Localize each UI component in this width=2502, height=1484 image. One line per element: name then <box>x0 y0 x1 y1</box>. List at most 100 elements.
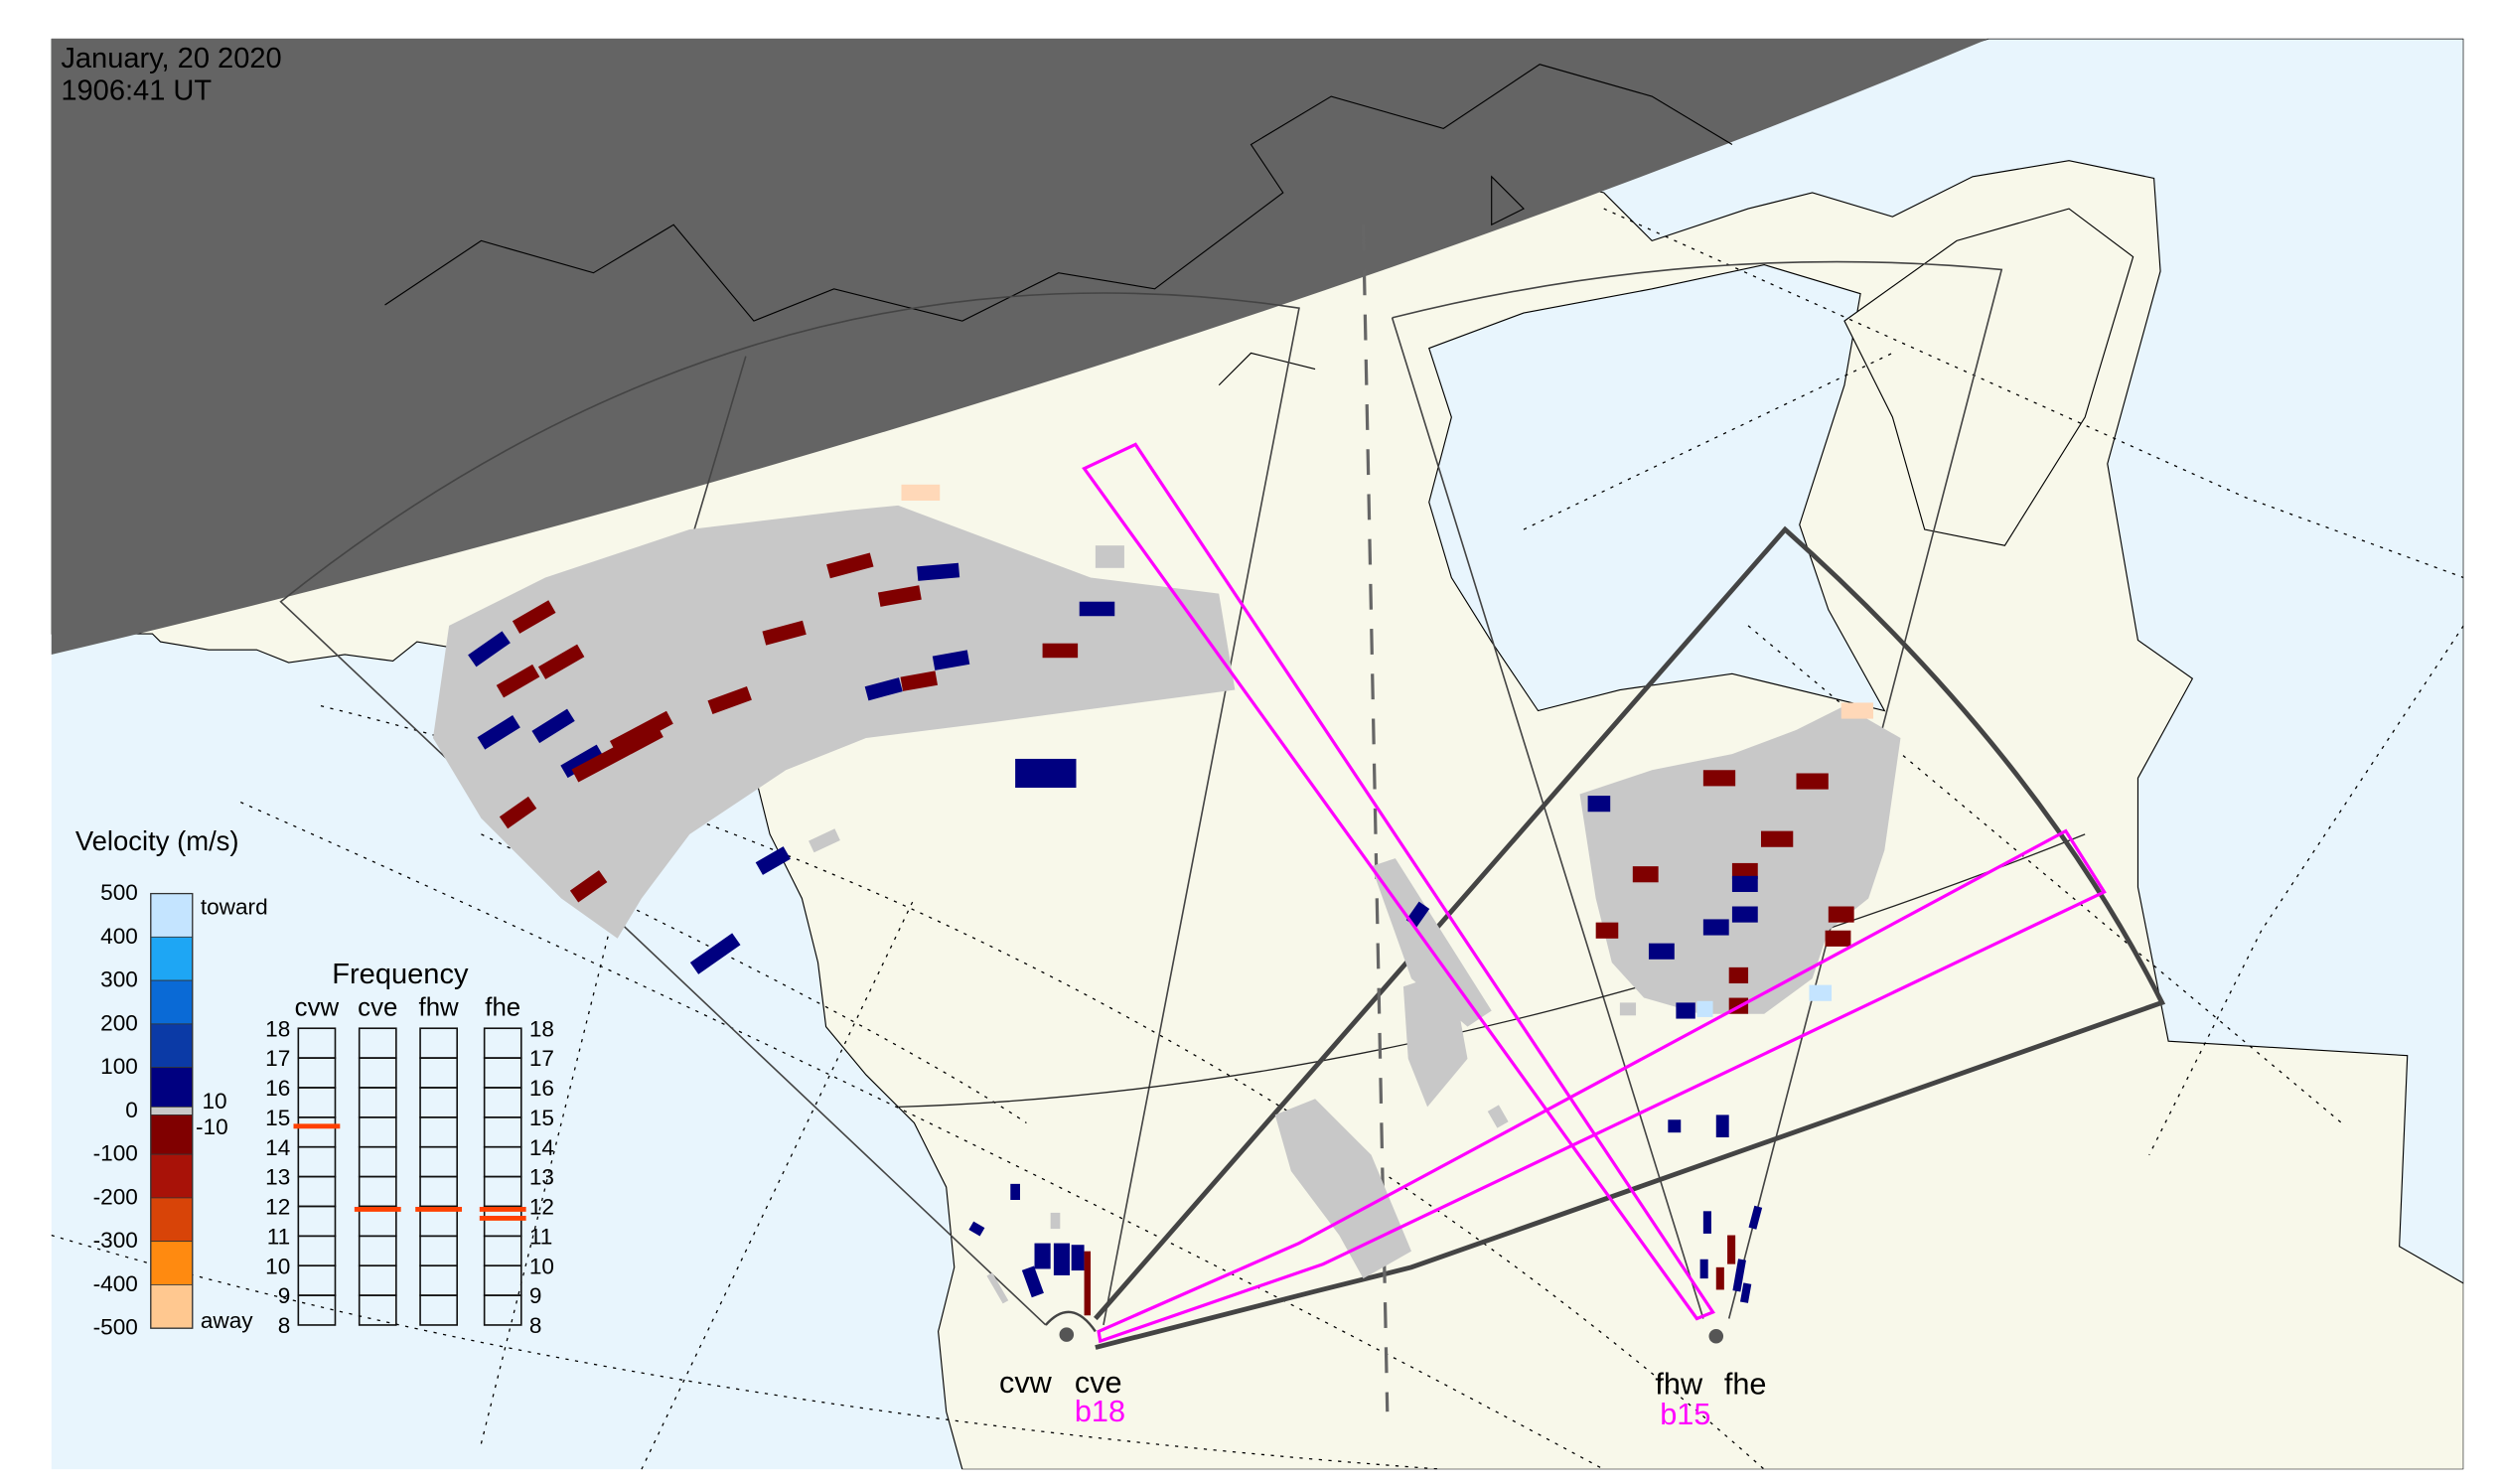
ground-scatter-region <box>729 510 899 570</box>
colorbar-frame <box>150 892 194 1329</box>
frequency-tick-left: 8 <box>278 1313 291 1338</box>
away-velocity-cell <box>1042 643 1079 659</box>
toward-velocity-cell <box>531 708 575 744</box>
ground-scatter-swatch <box>150 1106 194 1115</box>
frequency-tick-left: 13 <box>265 1165 290 1190</box>
ground-scatter-region <box>1402 970 1468 1108</box>
away-velocity-cell <box>512 600 556 634</box>
colorbar-segment <box>150 936 194 981</box>
frequency-tick-right: 16 <box>529 1076 554 1101</box>
ground-scatter-upper-label: 10 <box>202 1089 226 1113</box>
toward-label: toward <box>201 895 268 920</box>
away-velocity-cell <box>609 710 673 754</box>
frequency-tick-right: 10 <box>529 1254 554 1278</box>
toward-velocity-cell <box>1648 943 1675 960</box>
velocity-tick-label: -400 <box>93 1271 138 1296</box>
away-velocity-cell <box>900 670 939 691</box>
away-velocity-cell <box>1715 1266 1724 1290</box>
velocity-tick-label: -100 <box>93 1141 138 1166</box>
away-velocity-cell <box>1702 770 1736 787</box>
ground-scatter-lower-label: -10 <box>196 1114 228 1139</box>
toward-velocity-cell <box>1702 1211 1711 1234</box>
toward-velocity-cell <box>689 933 741 974</box>
away-velocity-cell <box>537 644 585 679</box>
frequency-cell <box>419 1027 459 1059</box>
scatter-cell <box>986 1272 1009 1304</box>
away-velocity-cell <box>1796 773 1829 790</box>
colorbar-segment <box>150 1241 194 1285</box>
ground-scatter-region <box>1274 1099 1411 1279</box>
scatter-cell <box>1487 1105 1509 1128</box>
scatter-cell <box>1696 1000 1713 1017</box>
away-velocity-cell <box>1632 866 1659 883</box>
cv-site-marker <box>1059 1327 1075 1342</box>
frequency-radar-label-cve: cve <box>358 993 397 1021</box>
ground-scatter-region <box>432 505 1236 939</box>
beam-b18-outline <box>1082 442 1715 1321</box>
away-velocity-cell <box>1825 930 1851 947</box>
velocity-legend-title: Velocity (m/s) <box>75 825 239 856</box>
toward-velocity-cell <box>1021 1265 1044 1298</box>
toward-velocity-cell <box>1668 1119 1682 1133</box>
frequency-cell <box>297 1027 337 1059</box>
away-velocity-cell <box>1595 922 1619 939</box>
away-velocity-cell <box>877 585 922 607</box>
frequency-tick-left: 17 <box>265 1046 290 1071</box>
frequency-tick-right: 15 <box>529 1106 554 1130</box>
toward-velocity-cell <box>1699 1259 1708 1279</box>
frequency-cell <box>483 1027 522 1059</box>
toward-velocity-cell <box>968 1221 985 1237</box>
toward-velocity-cell <box>1010 1183 1020 1201</box>
away-velocity-cell <box>707 686 752 715</box>
frequency-tick-right: 14 <box>529 1135 554 1160</box>
toward-velocity-cell <box>1015 758 1077 789</box>
frequency-tick-left: 14 <box>265 1135 290 1160</box>
toward-velocity-cell <box>932 650 970 670</box>
frequency-tick-right: 9 <box>529 1283 542 1308</box>
scatter-cell <box>1095 545 1124 568</box>
scatter-cell <box>901 484 941 501</box>
frequency-tick-left: 15 <box>265 1106 290 1130</box>
frequency-tick-left: 12 <box>265 1195 290 1220</box>
colorbar-segment <box>150 1153 194 1199</box>
frequency-tick-right: 18 <box>529 1016 554 1041</box>
colorbar-segment <box>150 893 194 938</box>
toward-velocity-cell <box>1731 875 1758 892</box>
frequency-title: Frequency <box>332 959 469 990</box>
away-velocity-cell <box>1731 862 1758 880</box>
toward-velocity-cell <box>1053 1243 1071 1275</box>
away-velocity-cell <box>1828 906 1854 923</box>
frequency-cell <box>358 1027 397 1059</box>
colorbar-segment <box>150 1023 194 1069</box>
night-terminator <box>51 38 1989 655</box>
time-label: 1906:41 UT <box>61 74 212 106</box>
coast-island <box>1843 208 2134 546</box>
scatter-cell <box>1809 984 1833 1001</box>
toward-velocity-cell <box>477 715 520 750</box>
cv-site-arc <box>1044 1310 1097 1333</box>
scatter-cell <box>809 828 840 853</box>
ground-scatter-region <box>1371 858 1492 1027</box>
frequency-radar-label-fhe: fhe <box>485 993 520 1021</box>
toward-velocity-cell <box>864 677 903 701</box>
away-velocity-cell <box>1760 830 1794 847</box>
toward-velocity-cell <box>1715 1114 1729 1138</box>
beam-label-b18: b18 <box>1075 1394 1125 1428</box>
toward-velocity-cell <box>1071 1245 1085 1271</box>
toward-velocity-cell <box>468 631 511 668</box>
velocity-tick-label: 300 <box>100 967 138 992</box>
beam-label-b15: b15 <box>1660 1397 1710 1431</box>
beam-b15-outline <box>1097 828 2107 1344</box>
frequency-tick-right: 11 <box>529 1224 552 1249</box>
site-label-cvw: cvw <box>999 1365 1053 1400</box>
velocity-tick-label: 400 <box>100 924 138 949</box>
away-velocity-cell <box>1084 1251 1092 1316</box>
site-label-fhe: fhe <box>1724 1366 1767 1401</box>
fov-outlines <box>279 260 2086 1326</box>
frequency-tick-left: 18 <box>265 1016 290 1041</box>
away-velocity-cell <box>499 796 537 829</box>
velocity-tick-label: 0 <box>125 1098 138 1122</box>
